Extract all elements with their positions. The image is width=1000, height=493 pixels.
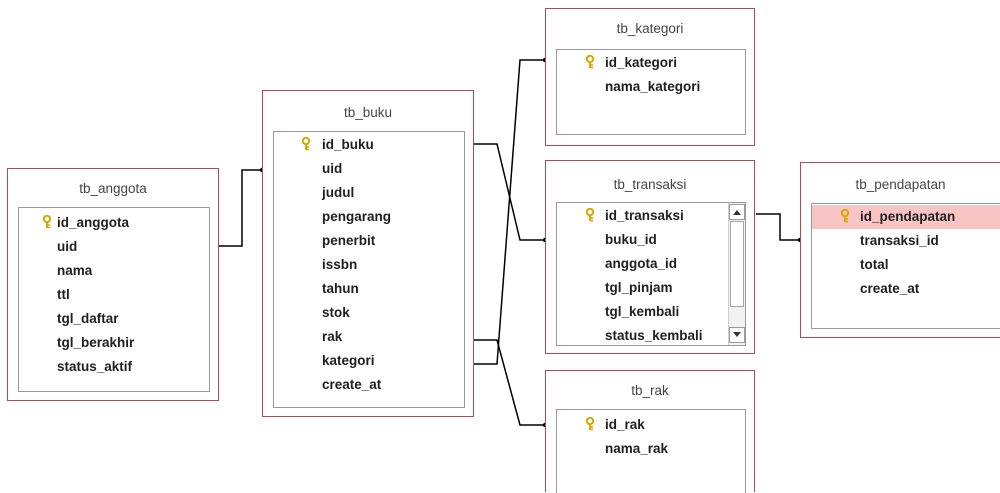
field-name: stok: [322, 305, 350, 320]
field-name: nama_kategori: [605, 79, 701, 94]
table-title: tb_anggota: [79, 181, 147, 196]
field-name: id_rak: [605, 417, 645, 432]
field-row[interactable]: create_at: [812, 277, 1000, 301]
field-row-selected[interactable]: id_pendapatan: [812, 205, 1000, 229]
field-row[interactable]: uid: [19, 235, 209, 259]
table-tb-buku[interactable]: tb_buku id_buku uid judul pengarang pene…: [262, 90, 474, 417]
field-name: create_at: [322, 377, 382, 392]
field-name: tahun: [322, 281, 359, 296]
field-row[interactable]: total: [812, 253, 1000, 277]
field-list: id_buku uid judul pengarang penerbit iss…: [273, 131, 465, 408]
field-name: penerbit: [322, 233, 376, 248]
field-name: tgl_kembali: [605, 304, 680, 319]
scrollbar-thumb[interactable]: [730, 221, 744, 307]
field-row[interactable]: transaksi_id: [812, 229, 1000, 253]
field-row[interactable]: id_transaksi: [557, 204, 727, 228]
field-name: transaksi_id: [860, 233, 939, 248]
field-row[interactable]: nama: [19, 259, 209, 283]
table-title: tb_pendapatan: [855, 177, 946, 192]
field-list: id_kategori nama_kategori: [556, 49, 746, 135]
field-name: kategori: [322, 353, 375, 368]
table-tb-kategori[interactable]: tb_kategori id_kategori nama_kategori: [545, 8, 755, 146]
field-row[interactable]: create_at: [274, 373, 464, 397]
field-name: ttl: [57, 287, 70, 302]
field-row[interactable]: buku_id: [557, 228, 727, 252]
key-icon: [42, 215, 52, 229]
table-title: tb_kategori: [616, 21, 684, 36]
relation-buku-rak[interactable]: [474, 339, 545, 426]
relation-buku-kategori[interactable]: [474, 59, 545, 365]
arrow-down-icon[interactable]: [729, 327, 745, 343]
field-row[interactable]: stok: [274, 301, 464, 325]
field-row[interactable]: status_kembali: [557, 324, 727, 345]
field-name: uid: [322, 161, 343, 176]
key-icon: [585, 208, 595, 222]
field-name: tgl_pinjam: [605, 280, 673, 295]
field-row[interactable]: judul: [274, 181, 464, 205]
vertical-scrollbar[interactable]: [728, 203, 745, 345]
field-name: id_anggota: [57, 215, 130, 230]
field-row[interactable]: anggota_id: [557, 252, 727, 276]
table-title: tb_transaksi: [613, 177, 687, 192]
field-list: id_anggota uid nama ttl tgl_daftar tgl_b…: [18, 207, 210, 392]
field-row[interactable]: uid: [274, 157, 464, 181]
field-name: nama: [57, 263, 93, 278]
table-tb-transaksi[interactable]: tb_transaksi id_transaksi buku_id anggot…: [545, 160, 755, 354]
key-icon: [585, 55, 595, 69]
field-name: issbn: [322, 257, 358, 272]
relation-transaksi-pendapatan[interactable]: [756, 213, 800, 241]
key-icon: [301, 137, 311, 151]
field-row[interactable]: nama_kategori: [557, 75, 745, 99]
field-list: id_rak nama_rak: [556, 409, 746, 493]
field-name: status_aktif: [57, 359, 133, 374]
field-row[interactable]: ttl: [19, 283, 209, 307]
field-row[interactable]: tahun: [274, 277, 464, 301]
field-name: create_at: [860, 281, 920, 296]
field-name: judul: [322, 185, 355, 200]
field-name: nama_rak: [605, 441, 669, 456]
field-row[interactable]: rak: [274, 325, 464, 349]
field-row[interactable]: id_buku: [274, 133, 464, 157]
field-name: uid: [57, 239, 78, 254]
field-name: id_pendapatan: [860, 209, 956, 224]
table-tb-anggota[interactable]: tb_anggota id_anggota uid nama ttl tgl_d…: [7, 168, 219, 401]
field-name: tgl_daftar: [57, 311, 119, 326]
field-row[interactable]: tgl_daftar: [19, 307, 209, 331]
field-row[interactable]: id_anggota: [19, 211, 209, 235]
field-list: id_transaksi buku_id anggota_id tgl_pinj…: [556, 202, 746, 346]
field-name: status_kembali: [605, 328, 703, 343]
field-name: rak: [322, 329, 343, 344]
table-title: tb_rak: [631, 383, 669, 398]
relation-anggota-buku[interactable]: [218, 169, 262, 247]
field-row[interactable]: penerbit: [274, 229, 464, 253]
field-list: id_pendapatan transaksi_id total create_…: [811, 203, 1000, 329]
field-name: id_kategori: [605, 55, 678, 70]
field-name: pengarang: [322, 209, 392, 224]
field-name: total: [860, 257, 889, 272]
field-row[interactable]: id_rak: [557, 413, 745, 437]
field-name: anggota_id: [605, 256, 678, 271]
field-row[interactable]: status_aktif: [19, 355, 209, 379]
table-tb-rak[interactable]: tb_rak id_rak nama_rak: [545, 370, 755, 493]
table-tb-pendapatan[interactable]: tb_pendapatan id_pendapatan transaksi_id…: [800, 162, 1000, 338]
field-name: id_buku: [322, 137, 374, 152]
relation-buku-transaksi[interactable]: [474, 143, 545, 241]
field-row[interactable]: tgl_kembali: [557, 300, 727, 324]
field-name: buku_id: [605, 232, 657, 247]
field-row[interactable]: nama_rak: [557, 437, 745, 461]
field-row[interactable]: pengarang: [274, 205, 464, 229]
table-title: tb_buku: [343, 105, 393, 120]
field-row[interactable]: issbn: [274, 253, 464, 277]
key-icon: [840, 209, 850, 223]
field-row[interactable]: tgl_berakhir: [19, 331, 209, 355]
field-row[interactable]: kategori: [274, 349, 464, 373]
field-row[interactable]: tgl_pinjam: [557, 276, 727, 300]
field-name: id_transaksi: [605, 208, 684, 223]
field-name: tgl_berakhir: [57, 335, 135, 350]
field-row[interactable]: id_kategori: [557, 51, 745, 75]
key-icon: [585, 417, 595, 431]
arrow-up-icon[interactable]: [729, 204, 745, 220]
